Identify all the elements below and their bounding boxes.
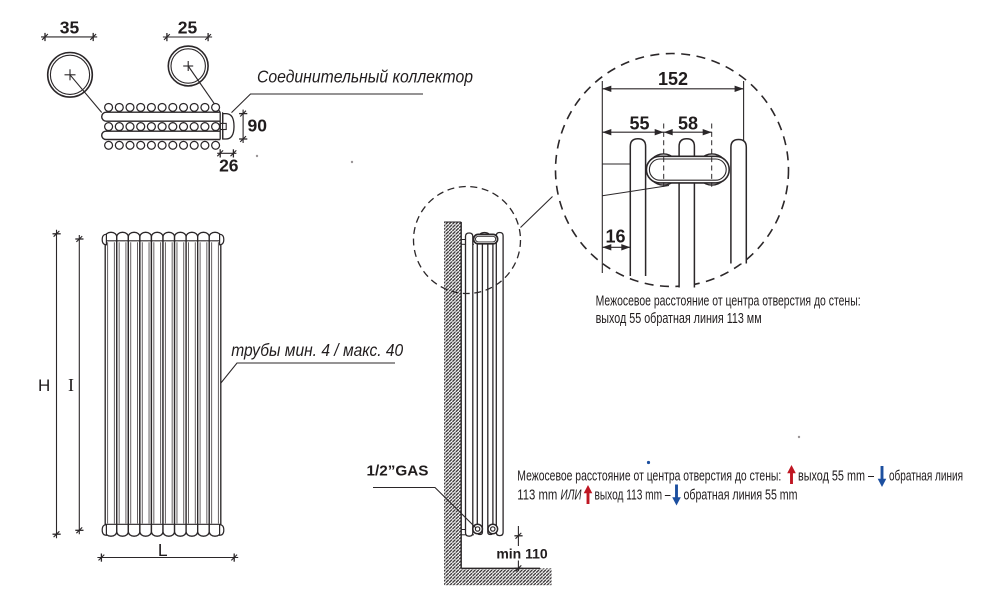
svg-text:113 mm: 113 mm bbox=[517, 486, 557, 503]
svg-text:I: I bbox=[68, 375, 74, 395]
svg-text:1/2”GAS: 1/2”GAS bbox=[367, 463, 429, 480]
svg-text:25: 25 bbox=[178, 18, 198, 38]
svg-text:выход 55 mm –: выход 55 mm – bbox=[798, 468, 874, 485]
svg-text:Межосевое расстояние от центра: Межосевое расстояние от центра отверстия… bbox=[517, 468, 781, 485]
svg-text:55: 55 bbox=[629, 114, 649, 134]
svg-text:min 110: min 110 bbox=[496, 545, 548, 561]
svg-text:16: 16 bbox=[605, 226, 625, 246]
svg-text:обратная линия 55 mm: обратная линия 55 mm bbox=[684, 486, 798, 503]
svg-text:58: 58 bbox=[678, 114, 698, 134]
svg-text:L: L bbox=[158, 540, 168, 560]
svg-text:35: 35 bbox=[60, 18, 80, 38]
svg-text:обратная линия: обратная линия bbox=[889, 468, 963, 485]
svg-text:Межосевое расстояние от центра: Межосевое расстояние от центра отверстия… bbox=[596, 293, 861, 310]
svg-text:выход 55 обратная линия 113 мм: выход 55 обратная линия 113 мм bbox=[596, 310, 762, 327]
svg-text:ИЛИ: ИЛИ bbox=[561, 486, 582, 503]
svg-text:выход 113 mm –: выход 113 mm – bbox=[595, 486, 671, 503]
svg-text:152: 152 bbox=[658, 69, 688, 89]
svg-text:Соединительный коллектор: Соединительный коллектор bbox=[257, 67, 473, 87]
svg-text:90: 90 bbox=[248, 116, 268, 136]
svg-text:трубы мин. 4 / макс. 40: трубы мин. 4 / макс. 40 bbox=[231, 340, 403, 360]
svg-text:26: 26 bbox=[219, 156, 239, 176]
svg-text:H: H bbox=[38, 376, 50, 395]
